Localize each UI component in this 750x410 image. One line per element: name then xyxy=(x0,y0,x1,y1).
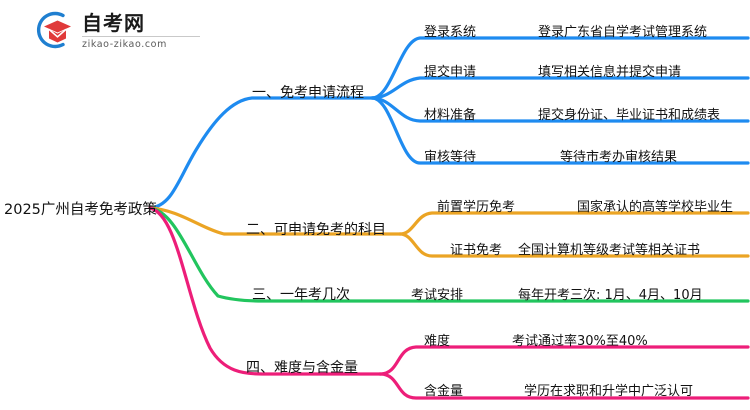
logo-brand-name: 自考网 xyxy=(82,10,145,35)
branch2-row1-leaf[interactable]: 国家承认的高等学校毕业生 xyxy=(577,200,734,215)
branch-label-3[interactable]: 三、一年考几次 xyxy=(252,287,350,303)
branch-label-1[interactable]: 一、免考申请流程 xyxy=(252,85,364,101)
logo-divider xyxy=(82,35,200,37)
branch1-row2-sub[interactable]: 提交申请 xyxy=(424,65,477,80)
branch-label-2[interactable]: 二、可申请免考的科目 xyxy=(246,222,386,238)
logo-brand-url: zikao-zikao.com xyxy=(82,38,167,50)
branch2-row2-sub[interactable]: 证书免考 xyxy=(450,243,503,258)
branch3-row1-sub[interactable]: 考试安排 xyxy=(411,288,464,303)
branch4-row1-line xyxy=(378,345,750,376)
branch4-row1-leaf[interactable]: 考试通过率30%至40% xyxy=(512,334,648,349)
branch1-row2-line xyxy=(370,76,750,100)
branch1-row1-leaf[interactable]: 登录广东省自学考试管理系统 xyxy=(538,25,708,40)
branch3-row1-leaf[interactable]: 每年开考三次: 1月、4月、10月 xyxy=(518,288,703,303)
branch-label-4[interactable]: 四、难度与含金量 xyxy=(246,360,358,376)
site-logo: 自考网 zikao-zikao.com xyxy=(30,8,200,52)
branch2-row1-line xyxy=(398,211,750,236)
branch1-row2-leaf[interactable]: 填写相关信息并提交申请 xyxy=(538,65,682,80)
branch1-row4-leaf[interactable]: 等待市考办审核结果 xyxy=(560,150,678,165)
branch4-row2-leaf[interactable]: 学历在求职和升学中广泛认可 xyxy=(524,384,694,399)
branch4-row2-sub[interactable]: 含金量 xyxy=(424,384,464,399)
branch1-row1-sub[interactable]: 登录系统 xyxy=(424,25,477,40)
branch2-row1-sub[interactable]: 前置学历免考 xyxy=(437,200,516,215)
branch1-row4-sub[interactable]: 审核等待 xyxy=(424,150,477,165)
branch1-main-line xyxy=(148,96,374,210)
branch4-row1-sub[interactable]: 难度 xyxy=(424,334,451,349)
branch2-row2-leaf[interactable]: 全国计算机等级考试等相关证书 xyxy=(518,243,701,258)
branch1-row3-sub[interactable]: 材料准备 xyxy=(424,108,477,123)
branch1-row3-leaf[interactable]: 提交身份证、毕业证书和成绩表 xyxy=(538,108,721,123)
mindmap-root-node[interactable]: 2025广州自考免考政策 xyxy=(4,202,157,218)
graduation-cap-circle-icon xyxy=(30,8,74,52)
